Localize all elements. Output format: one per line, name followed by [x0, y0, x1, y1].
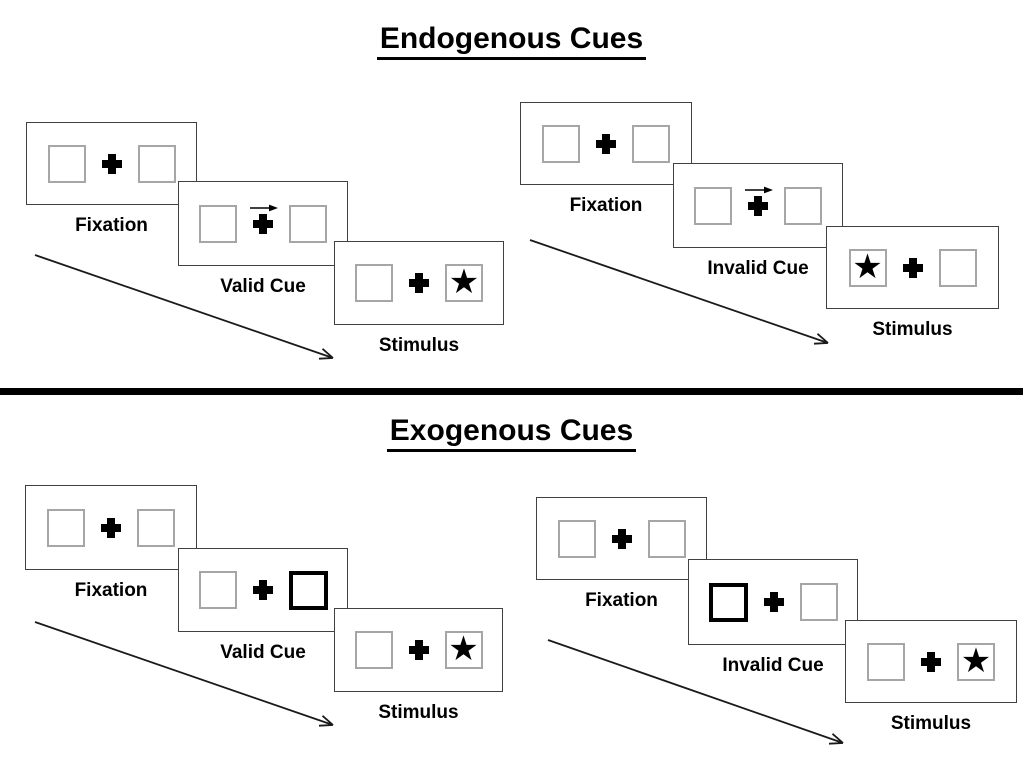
- stimulus-panel: ★: [334, 241, 504, 325]
- star-icon: ★: [448, 263, 480, 301]
- right-box: [799, 583, 838, 621]
- valid-cue-panel: [178, 181, 348, 266]
- right-box-highlighted: [288, 570, 328, 610]
- right-box: [137, 508, 175, 547]
- right-box: [289, 204, 327, 243]
- fixation-cross-icon: [745, 186, 773, 216]
- panel-label: Fixation: [74, 580, 148, 601]
- cue-arrow-icon: [250, 204, 278, 211]
- panel-label: Fixation: [585, 590, 658, 611]
- stimulus-panel: ★: [826, 226, 999, 309]
- section-title-endogenous: Endogenous Cues: [0, 22, 1023, 60]
- panel-label: Fixation: [75, 215, 148, 236]
- fixation-cross-icon: [101, 517, 121, 538]
- right-box: [938, 248, 977, 287]
- fixation-panel: [520, 102, 692, 185]
- left-box-highlighted: [708, 582, 748, 622]
- fixation-cross-icon: [101, 153, 122, 174]
- star-icon: ★: [448, 630, 479, 668]
- fixation-cross-icon: [902, 257, 923, 278]
- fixation-cross-icon: [408, 640, 429, 660]
- left-box: [557, 519, 596, 558]
- panel-label: Fixation: [569, 195, 643, 216]
- fixation-panel: [536, 497, 707, 580]
- right-box: ★: [957, 641, 995, 681]
- star-icon: ★: [960, 641, 992, 680]
- panel-label: Invalid Cue: [722, 655, 824, 676]
- left-box: [355, 264, 393, 302]
- right-box: [137, 144, 176, 183]
- sequence-arrow-icon: [34, 254, 334, 360]
- left-box: [542, 124, 580, 163]
- valid-cue-panel: [178, 548, 348, 632]
- section-divider: [0, 388, 1023, 395]
- left-box: [198, 571, 237, 609]
- panel-label: Valid Cue: [220, 276, 306, 297]
- invalid-cue-panel: [688, 559, 858, 645]
- panel-label: Stimulus: [378, 702, 459, 723]
- panel-label: Valid Cue: [220, 642, 306, 663]
- section-title-exogenous: Exogenous Cues: [0, 414, 1023, 452]
- left-box: [47, 508, 85, 547]
- left-box: [47, 144, 86, 183]
- fixation-cross-icon: [611, 528, 632, 549]
- cue-arrow-icon: [745, 186, 773, 193]
- left-box: [354, 631, 393, 669]
- left-box: [199, 204, 237, 243]
- left-box: ★: [848, 247, 887, 287]
- right-box: [784, 186, 822, 225]
- left-box: [694, 186, 732, 225]
- right-box: [647, 519, 686, 558]
- left-box: [867, 642, 905, 681]
- panel-label: Invalid Cue: [707, 258, 809, 279]
- sequence-arrow-icon: [529, 239, 829, 345]
- panel-label: Stimulus: [890, 713, 972, 734]
- fixation-cross-icon: [409, 273, 429, 293]
- fixation-panel: [26, 122, 197, 205]
- stimulus-panel: ★: [845, 620, 1017, 703]
- fixation-panel: [25, 485, 197, 570]
- fixation-cross-icon: [763, 592, 784, 612]
- fixation-cross-icon: [921, 651, 941, 672]
- invalid-cue-panel: [673, 163, 843, 248]
- panel-label: Stimulus: [378, 335, 460, 356]
- right-box: ★: [445, 264, 483, 302]
- sequence-arrow-icon: [34, 621, 334, 727]
- fixation-cross-icon: [596, 133, 616, 154]
- fixation-cross-icon: [252, 580, 273, 600]
- panel-label: Stimulus: [872, 319, 953, 340]
- right-box: ★: [444, 630, 483, 669]
- star-icon: ★: [852, 247, 883, 286]
- right-box: [632, 124, 670, 163]
- fixation-cross-icon: [250, 204, 278, 234]
- stimulus-panel: ★: [334, 608, 503, 692]
